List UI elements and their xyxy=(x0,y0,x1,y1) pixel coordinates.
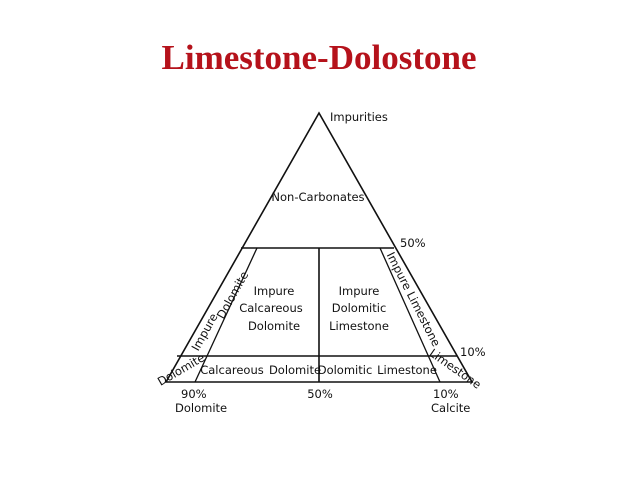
right-band-label: Impure Limestone xyxy=(384,250,444,349)
right-middle-line-1: Impure xyxy=(339,284,380,298)
left-band-inner-line xyxy=(194,247,258,383)
bottom-row-dolomitic: Dolomitic xyxy=(318,363,373,377)
base-right-name: Calcite xyxy=(431,401,470,415)
right-band-inner-line xyxy=(379,247,441,383)
base-left-name: Dolomite xyxy=(175,401,227,415)
level-10-label: 10% xyxy=(460,345,486,359)
left-band-lower-label: Impure xyxy=(189,311,221,353)
top-region-label: Non-Carbonates xyxy=(271,190,364,204)
bottom-row-limestone: Limestone xyxy=(377,363,437,377)
apex-label: Impurities xyxy=(330,110,388,124)
right-middle-line-3: Limestone xyxy=(329,319,389,333)
left-middle-line-1: Impure xyxy=(254,284,295,298)
base-middle-percent: 50% xyxy=(307,387,333,401)
bottom-row-dolomite: Dolomite xyxy=(269,363,321,377)
left-middle-line-3: Dolomite xyxy=(248,319,300,333)
base-left-percent: 90% xyxy=(181,387,207,401)
right-middle-line-2: Dolomitic xyxy=(332,301,387,315)
bottom-row-calcareous: Calcareous xyxy=(200,363,264,377)
left-middle-line-2: Calcareous xyxy=(239,301,303,315)
slide-title: Limestone-Dolostone xyxy=(161,38,477,77)
base-right-percent: 10% xyxy=(433,387,459,401)
level-50-label: 50% xyxy=(400,236,426,250)
